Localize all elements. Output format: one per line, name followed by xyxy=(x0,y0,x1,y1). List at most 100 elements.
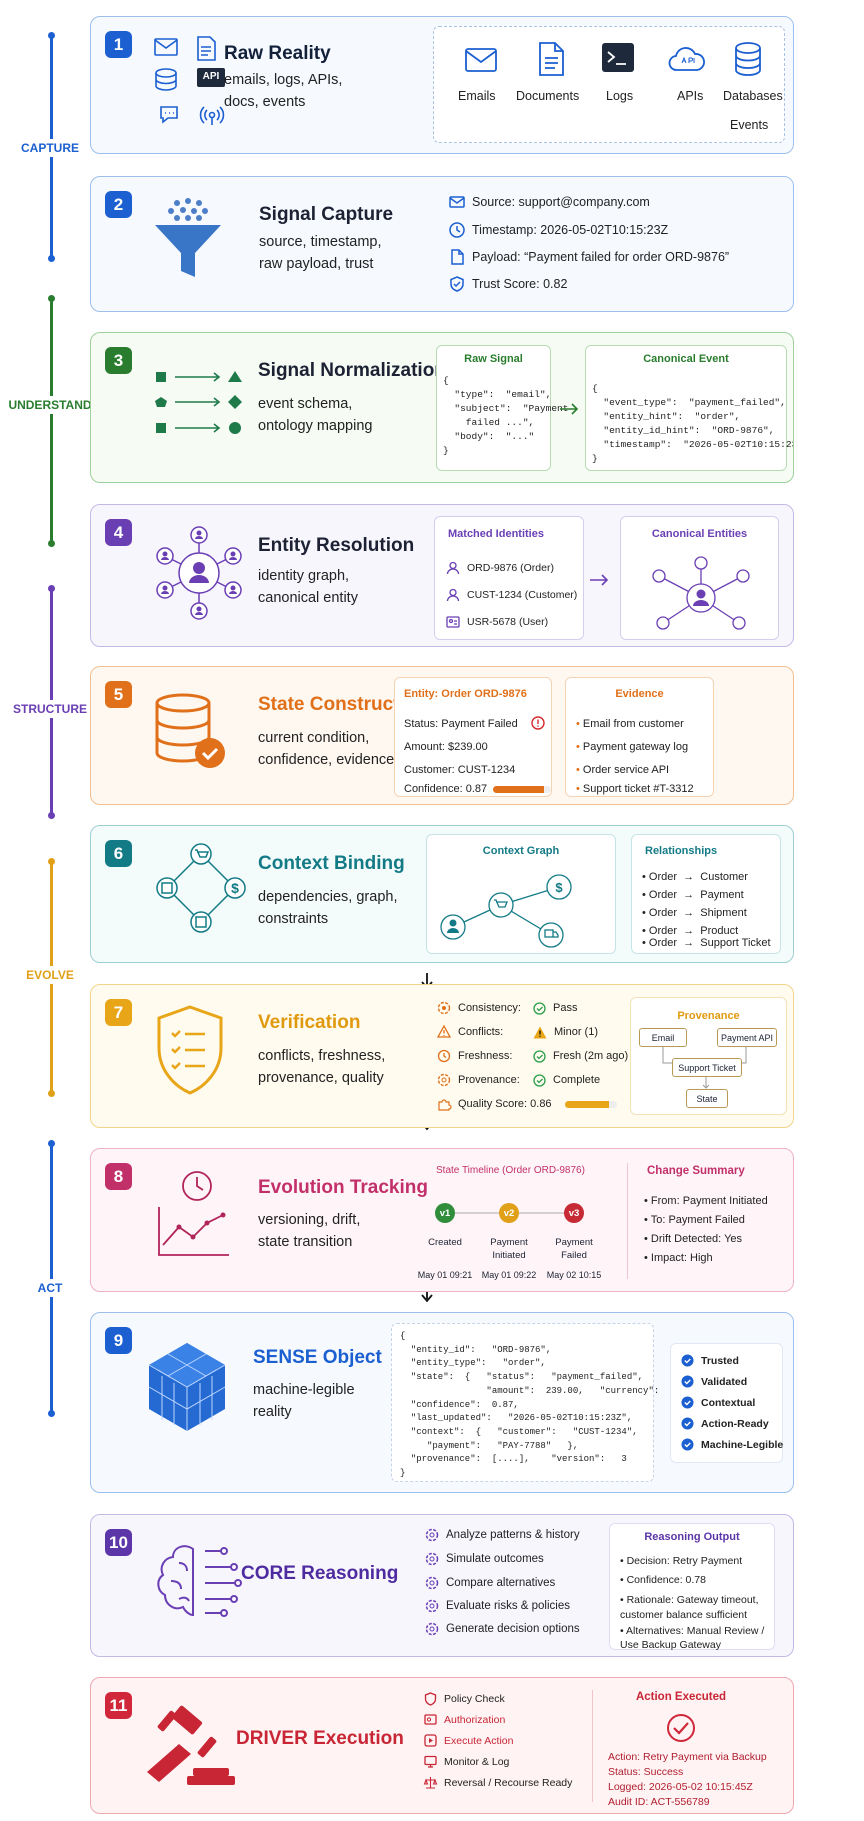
step-number: 4 xyxy=(105,519,132,546)
clock-icon xyxy=(449,222,465,238)
raw-signal-panel: Raw Signal { "type": "email", "subject":… xyxy=(436,345,568,471)
confidence-bar xyxy=(493,785,552,793)
cube-lattice-icon xyxy=(148,1343,226,1431)
reasoning-output-item: • Confidence: 0.78 xyxy=(620,1574,706,1586)
provenance-flow-arrows xyxy=(662,1046,747,1089)
execution-detail: Action: Retry Payment via Backup xyxy=(608,1751,767,1763)
step-number: 9 xyxy=(105,1327,132,1354)
clock-icon xyxy=(437,1049,451,1063)
svg-text:$: $ xyxy=(231,880,239,896)
phase-label: ACT xyxy=(0,1279,100,1297)
change-item: • Drift Detected: Yes xyxy=(644,1233,743,1245)
execution-detail: Audit ID: ACT-556789 xyxy=(608,1796,710,1808)
raw-signal-json: { "type": "email", "subject": "Payment f… xyxy=(443,375,569,456)
signal-field: Timestamp: 2026-05-02T10:15:23Z xyxy=(449,222,668,238)
mapping-icon xyxy=(155,371,242,434)
canonical-event-panel: Canonical Event { "event_type": "payment… xyxy=(585,345,793,471)
execution-step: Policy Check xyxy=(424,1692,505,1706)
identity-graph-icon xyxy=(156,526,242,620)
step-evolution-tracking: 8 Evolution Tracking versioning, drift, … xyxy=(90,1148,794,1292)
relationship-item: • Order → Shipment xyxy=(642,907,747,919)
step-title: SENSE Object xyxy=(253,1347,382,1368)
step-number: 11 xyxy=(105,1692,132,1719)
document-icon xyxy=(451,249,464,265)
user-icon xyxy=(446,561,460,575)
user-icon xyxy=(446,588,460,602)
step-title: Context Binding xyxy=(258,853,405,874)
cloud-api-icon xyxy=(668,47,705,71)
source-label: Events xyxy=(730,118,769,132)
step-verification: 7 Verification conflicts, freshness, pro… xyxy=(90,984,794,1128)
version-node: v1 xyxy=(435,1203,455,1223)
gear-icon xyxy=(425,1576,439,1590)
success-check-icon xyxy=(667,1714,695,1742)
step-number: 7 xyxy=(105,999,132,1026)
email-icon xyxy=(449,196,465,208)
panel-title: Raw Signal xyxy=(464,353,523,365)
provenance-node: State xyxy=(686,1089,728,1108)
execution-detail: Logged: 2026-05-02 10:15:45Z xyxy=(608,1781,753,1793)
version-label: Payment Failed xyxy=(555,1237,593,1261)
step-subtitle: event schema, ontology mapping xyxy=(258,396,373,434)
step-title: Entity Resolution xyxy=(258,535,415,556)
gear-check-icon xyxy=(437,1001,451,1015)
panel-title: Canonical Event xyxy=(643,353,729,365)
alert-icon xyxy=(531,716,545,730)
step-title: Evolution Tracking xyxy=(258,1177,428,1198)
check-circle-icon xyxy=(533,1001,546,1015)
confidence-bar-fill xyxy=(493,785,544,793)
version-label: Payment Initiated xyxy=(490,1237,528,1261)
gear-icon xyxy=(425,1552,439,1566)
panel-title: Entity: Order ORD-9876 xyxy=(404,688,527,700)
evidence-item: • Payment gateway log xyxy=(576,741,689,753)
action-executed-title: Action Executed xyxy=(635,1691,727,1703)
signal-field: Trust Score: 0.82 xyxy=(449,276,567,292)
relationship-item: • Order → Payment xyxy=(642,889,744,901)
step-state-construction: 5 State Construction current condition, … xyxy=(90,666,794,805)
step-subtitle: machine-legible reality xyxy=(253,1382,355,1420)
check-row: Freshness: Fresh (2m ago) xyxy=(437,1049,628,1063)
source-label: Emails xyxy=(458,89,496,103)
change-summary-title: Change Summary xyxy=(647,1165,745,1177)
step-title: Signal Normalization xyxy=(258,360,446,381)
check-badge-icon xyxy=(681,1417,694,1430)
funnel-icon xyxy=(155,198,221,277)
step-number: 1 xyxy=(105,31,132,58)
execution-step: Monitor & Log xyxy=(424,1755,509,1768)
quality-bar xyxy=(564,1100,617,1108)
version-node: v3 xyxy=(564,1203,584,1223)
execution-step: Execute Action xyxy=(424,1734,513,1747)
step-subtitle: conflicts, freshness, provenance, qualit… xyxy=(258,1048,386,1086)
step-driver-execution: 11 DRIVER Execution Policy Check Authori… xyxy=(90,1677,794,1814)
provenance-panel: Provenance Email Payment API Support Tic… xyxy=(630,997,787,1115)
qualities-panel: Trusted Validated Contextual Action-Read… xyxy=(670,1343,783,1463)
step-context-binding: 6 $ Context Binding dependencies, graph,… xyxy=(90,825,794,963)
scale-icon xyxy=(423,1777,438,1789)
gear-icon xyxy=(425,1622,439,1636)
context-graph-panel: Context Graph $ xyxy=(426,834,616,954)
sense-object-json-panel: { "entity_id": "ORD-9876", "entity_type"… xyxy=(391,1323,697,1482)
provenance-node: Support Ticket xyxy=(672,1058,742,1077)
step-core-reasoning: 10 CORE Reasoning Analyze patterns & his… xyxy=(90,1514,794,1657)
shield-check-icon xyxy=(450,276,464,292)
database-icon xyxy=(735,42,761,76)
source-icons-cluster xyxy=(154,36,225,125)
phase-label: CAPTURE xyxy=(0,139,100,157)
check-badge-icon xyxy=(681,1375,694,1388)
reasoning-step: Simulate outcomes xyxy=(425,1552,544,1566)
identity-row: USR-5678 (User) xyxy=(446,615,548,629)
matched-identities-panel: Matched Identities ORD-9876 (Order) CUST… xyxy=(434,516,584,640)
execution-step: Reversal / Recourse Ready xyxy=(423,1776,572,1789)
step-subtitle: dependencies, graph, constraints xyxy=(258,889,398,927)
reasoning-step: Generate decision options xyxy=(425,1622,580,1636)
change-item: • From: Payment Initiated xyxy=(644,1195,768,1207)
panel-title: Reasoning Output xyxy=(644,1531,740,1543)
email-icon xyxy=(465,48,497,72)
evidence-item: • Order service API xyxy=(576,764,670,776)
warning-icon xyxy=(533,1026,547,1038)
phase-label: EVOLVE xyxy=(0,966,100,984)
database-check-icon xyxy=(155,693,225,768)
state-customer: Customer: CUST-1234 xyxy=(404,764,516,776)
context-network-icon: $ xyxy=(156,843,246,933)
entity-graph-icon xyxy=(652,556,750,630)
